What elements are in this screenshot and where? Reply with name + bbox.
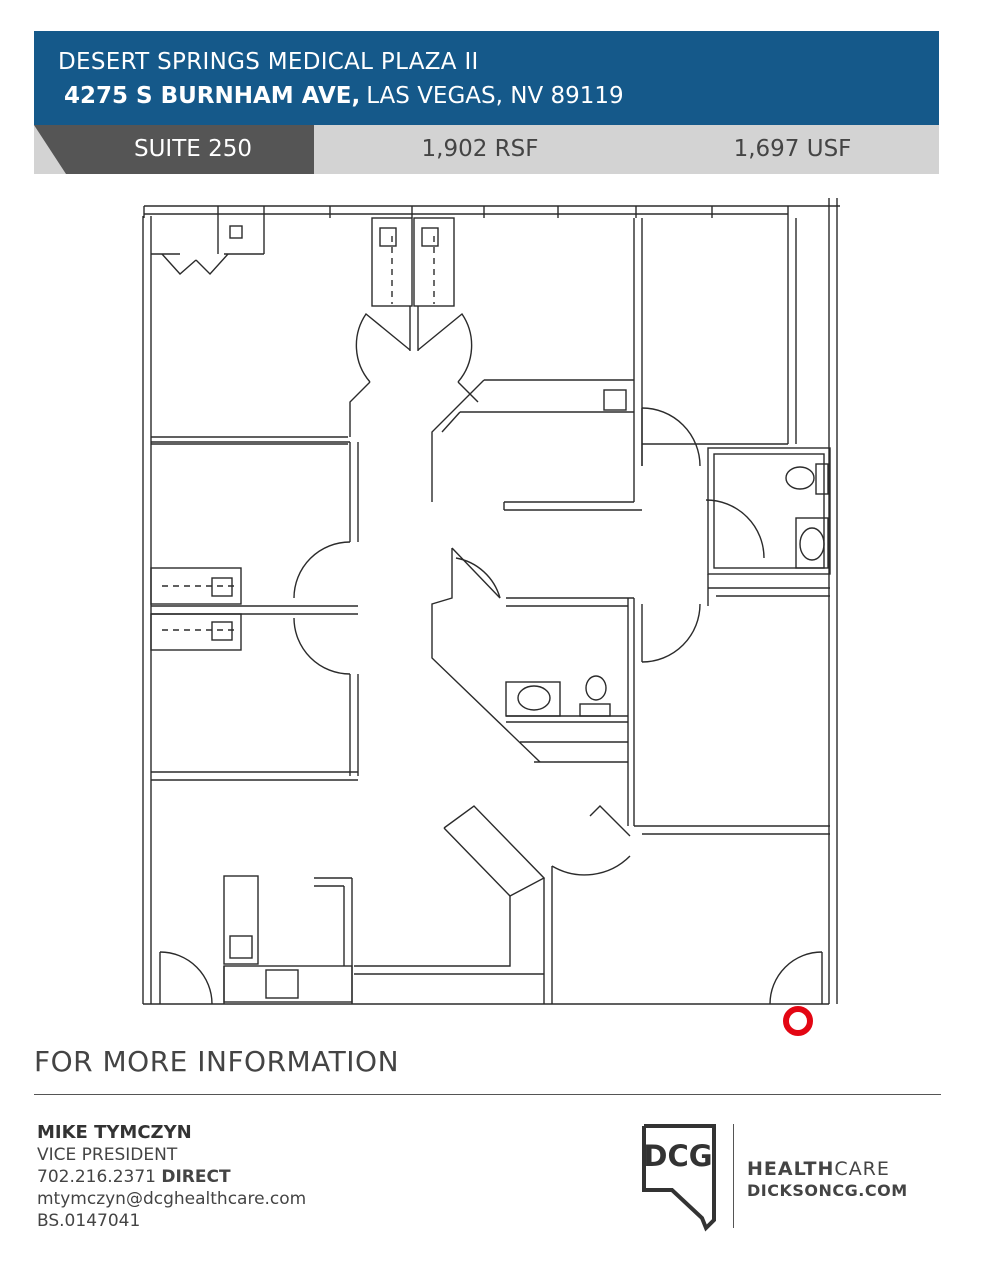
contact-phone-line: 702.216.2371 DIRECT <box>37 1166 306 1188</box>
floor-plan-drawing <box>140 196 844 1012</box>
brand-block: HEALTHCARE DICKSONCG.COM <box>747 1158 908 1200</box>
suite-number: SUITE 250 <box>133 136 252 162</box>
contact-phone-type: DIRECT <box>161 1167 231 1187</box>
rentable-square-feet: 1,902 RSF <box>421 136 539 162</box>
divider <box>34 1094 941 1095</box>
contact-license: BS.0147041 <box>37 1211 141 1231</box>
brand-name-bold: HEALTH <box>747 1158 835 1180</box>
logo-divider <box>733 1124 734 1228</box>
logo-text: DCG <box>643 1139 712 1173</box>
header-band: DESERT SPRINGS MEDICAL PLAZA II 4275 S B… <box>34 31 939 125</box>
address: 4275 S BURNHAM AVE,LAS VEGAS, NV 89119 <box>64 83 624 109</box>
suite-tab <box>34 125 314 174</box>
brand-name: HEALTHCARE <box>747 1158 908 1180</box>
contact-email[interactable]: mtymczyn@dcghealthcare.com <box>37 1189 307 1209</box>
contact-phone[interactable]: 702.216.2371 <box>37 1167 156 1187</box>
location-marker <box>782 1005 814 1037</box>
contact-card: MIKE TYMCZYN VICE PRESIDENT 702.216.2371… <box>37 1122 306 1232</box>
dcg-logo-icon: DCG <box>636 1120 720 1232</box>
brand-name-light: CARE <box>834 1158 890 1180</box>
usable-square-feet: 1,697 USF <box>733 136 852 162</box>
brand-website[interactable]: DICKSONCG.COM <box>747 1181 908 1200</box>
contact-title: VICE PRESIDENT <box>37 1145 178 1165</box>
building-name: DESERT SPRINGS MEDICAL PLAZA II <box>58 49 479 75</box>
info-heading: FOR MORE INFORMATION <box>34 1045 400 1078</box>
address-street: 4275 S BURNHAM AVE, <box>64 83 361 109</box>
address-city: LAS VEGAS, NV 89119 <box>366 83 624 109</box>
contact-name: MIKE TYMCZYN <box>37 1122 192 1143</box>
